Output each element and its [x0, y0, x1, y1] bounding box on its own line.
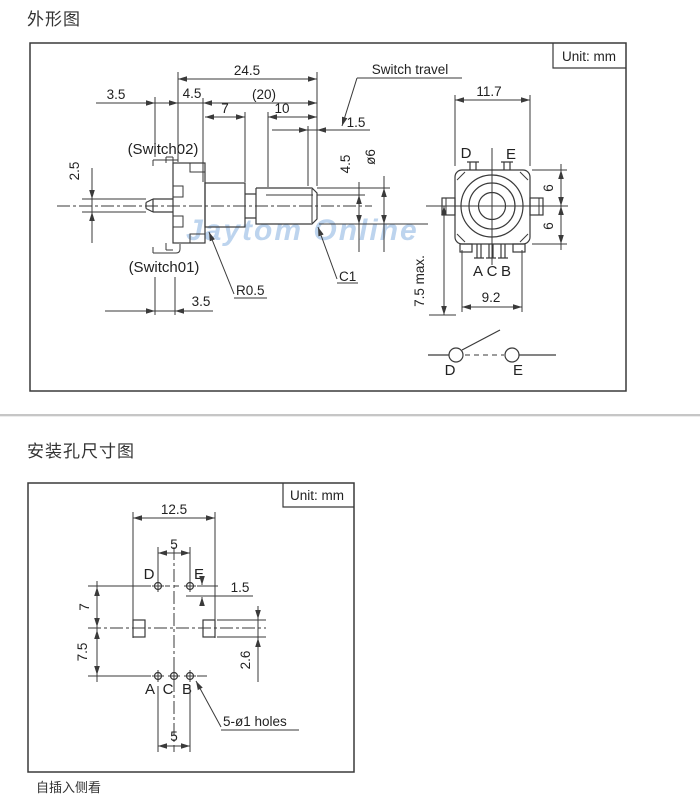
dim-depth-max: 7.5 max. — [412, 255, 427, 307]
outline-section-title: 外形图 — [27, 10, 81, 29]
dim-offset: 1.5 — [231, 580, 250, 595]
dim-bottom-offset: 3.5 — [192, 294, 211, 309]
chamfer-label: C1 — [339, 269, 356, 284]
mounting-hole-c-label: C — [163, 681, 174, 698]
watermark-text: Jaytom Online — [186, 214, 419, 247]
dim-shaft-ref: (20) — [252, 87, 276, 102]
front-terminal-d-label: D — [461, 145, 472, 162]
dim-upper-pitch: 7 — [77, 603, 92, 611]
front-terminal-b-label: B — [501, 263, 511, 280]
mounting-frame — [27, 482, 355, 773]
side-view-dimensions: 24.5 3.5 4.5 (20) 7 10 1.5 Switc — [67, 62, 462, 315]
dim-plunger-height: 2.5 — [67, 162, 82, 181]
mounting-hole-a-label: A — [145, 681, 155, 698]
outline-frame — [29, 42, 627, 392]
switch02-label: (Switch02) — [128, 141, 199, 158]
mounting-hole-e-label: E — [194, 566, 204, 583]
dim-switch-travel: 1.5 — [347, 115, 366, 130]
dim-slot-height: 2.6 — [238, 651, 253, 670]
switch01-label: (Switch01) — [129, 259, 200, 276]
front-terminal-a-label: A — [473, 263, 483, 280]
dim-flat-length: 10 — [274, 101, 289, 116]
dim-half-top: 6 — [541, 184, 556, 192]
dim-rear-offset: 3.5 — [107, 87, 126, 102]
outline-drawing: Unit: mm Jaytom Online 24.5 — [29, 42, 627, 392]
dim-switch-hole-span: 5 — [170, 537, 178, 552]
outline-unit-label: Unit: mm — [562, 49, 616, 64]
mounting-pattern: D E A C B — [88, 547, 266, 752]
dim-shaft-diameter: ø6 — [363, 149, 378, 165]
switch-schematic: D E — [428, 329, 556, 379]
mounting-unit-label: Unit: mm — [290, 488, 344, 503]
schematic-e-label: E — [513, 362, 523, 379]
mounting-section-title: 安装孔尺寸图 — [27, 442, 135, 461]
mounting-hole-d-label: D — [144, 566, 155, 583]
front-view-drawing: D E A C B — [426, 145, 568, 280]
dim-plate: 4.5 — [183, 86, 202, 101]
dim-slot-span: 12.5 — [161, 502, 187, 517]
front-terminal-c-label: C — [487, 263, 498, 280]
front-terminal-e-label: E — [506, 146, 516, 163]
dim-terminal-span: 9.2 — [482, 290, 501, 305]
dim-bushing-length: 7 — [221, 101, 229, 116]
section-divider — [0, 414, 700, 417]
side-view-drawing — [57, 156, 372, 254]
dim-flat-height: 4.5 — [338, 155, 353, 174]
mounting-drawing: Unit: mm D E A C — [27, 482, 355, 773]
switch-travel-label: Switch travel — [372, 62, 449, 77]
dim-body-width: 11.7 — [476, 84, 501, 99]
mounting-hole-b-label: B — [182, 681, 192, 698]
dim-lower-pitch: 7.5 — [75, 643, 90, 662]
front-view-dimensions: 11.7 6 6 9.2 7.5 max. — [412, 84, 567, 316]
mounting-dimensions: 12.5 5 1.5 7 7.5 2.6 — [75, 502, 299, 752]
schematic-d-label: D — [445, 362, 456, 379]
dim-total-length: 24.5 — [234, 63, 260, 78]
radius-label: R0.5 — [236, 283, 265, 298]
dim-terminal-hole-span: 5 — [170, 729, 178, 744]
holes-note: 5-ø1 holes — [223, 714, 287, 729]
view-note: 自插入侧看 — [36, 780, 102, 795]
dim-half-bottom: 6 — [541, 222, 556, 230]
